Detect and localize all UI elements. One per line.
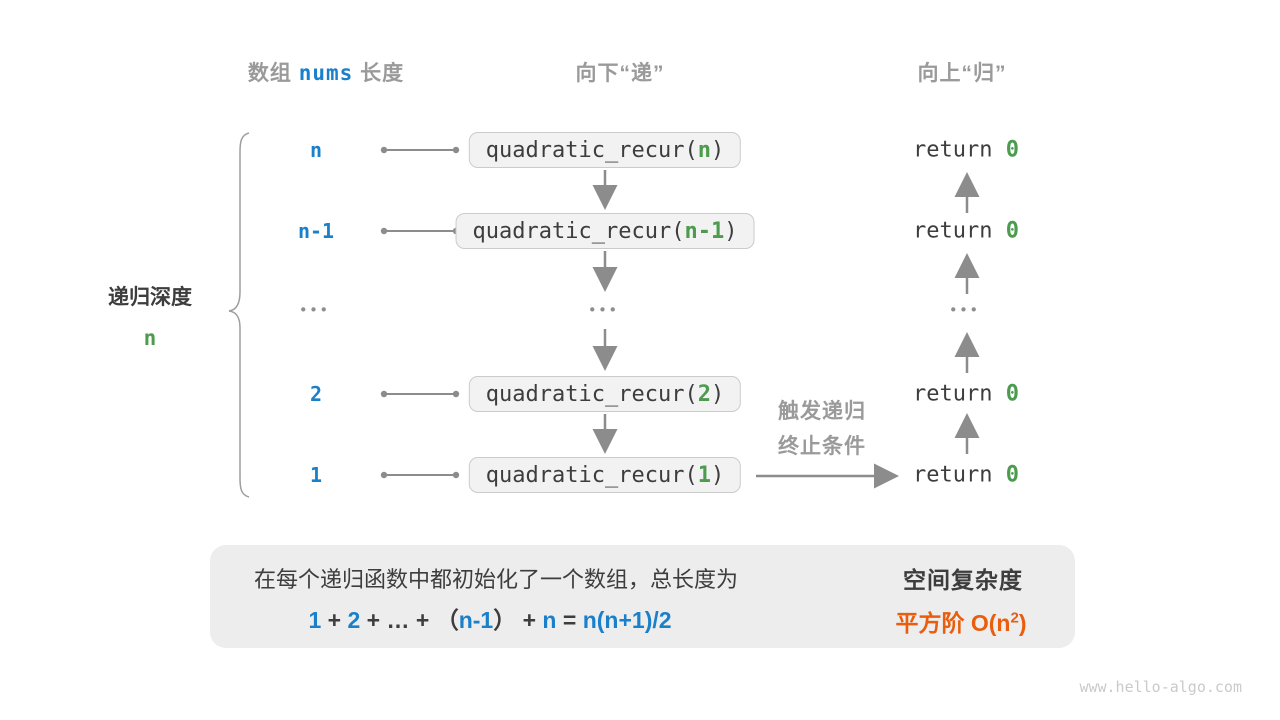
call-close: ) — [710, 381, 725, 407]
call-arg: 1 — [697, 462, 711, 488]
call-fn: quadratic_recur( — [485, 137, 698, 163]
trigger-label-line1: 触发递归 — [778, 400, 866, 423]
summary-formula: 1 + 2 + … + （n-1） + n = n(n+1)/2 — [308, 601, 671, 635]
formula-term: n — [542, 607, 557, 633]
return-value: 0 — [1005, 218, 1019, 244]
call-box-n: quadratic_recur(n) — [468, 132, 742, 168]
complexity-exponent: 2 — [1010, 609, 1019, 627]
header-array-length: 数组 nums 长度 — [248, 57, 404, 87]
header-array-prefix: 数组 — [247, 62, 299, 85]
return-stmt-1: return 0 — [913, 463, 1019, 488]
header-return-up: 向上“归” — [917, 62, 1007, 85]
call-fn: quadratic_recur( — [485, 381, 698, 407]
space-complexity-value: 平方阶 O(n2) — [895, 604, 1026, 638]
complexity-prefix: 平方阶 O(n — [895, 610, 1011, 636]
space-complexity-title: 空间复杂度 — [903, 567, 1023, 593]
return-value: 0 — [1005, 381, 1019, 407]
watermark: www.hello-algo.com — [1079, 678, 1242, 696]
call-fn: quadratic_recur( — [472, 218, 685, 244]
return-keyword: return — [913, 462, 1006, 488]
trigger-label-line2: 终止条件 — [778, 435, 866, 458]
summary-panel — [210, 545, 1075, 648]
row-label-n-1: n-1 — [297, 219, 335, 243]
row-label-1: 1 — [309, 463, 323, 487]
formula-result: n(n+1)/2 — [582, 607, 672, 633]
return-stmt-n-1: return 0 — [913, 219, 1019, 244]
depth-brace — [228, 132, 250, 498]
call-arg: 2 — [697, 381, 711, 407]
summary-text: 在每个递归函数中都初始化了一个数组，总长度为 — [253, 567, 739, 592]
return-stmt-2: return 0 — [913, 382, 1019, 407]
return-keyword: return — [913, 137, 1006, 163]
label-ellipsis: ••• — [300, 301, 332, 319]
complexity-suffix: ) — [1018, 610, 1027, 636]
return-value: 0 — [1005, 137, 1019, 163]
label-connectors — [380, 146, 460, 479]
call-ellipsis: ••• — [589, 301, 621, 319]
formula-term: 1 — [308, 607, 322, 633]
formula-term: 2 — [347, 607, 361, 633]
call-fn: quadratic_recur( — [485, 462, 698, 488]
call-arg: n — [697, 137, 711, 163]
header-array-suffix: 长度 — [353, 62, 405, 85]
formula-op: + … + （ — [360, 607, 459, 633]
call-box-1: quadratic_recur(1) — [468, 457, 742, 493]
return-keyword: return — [913, 381, 1006, 407]
header-recurse-down: 向下“递” — [575, 62, 665, 85]
call-close: ) — [724, 218, 738, 244]
call-box-n-1: quadratic_recur(n-1) — [455, 213, 755, 249]
formula-op: = — [556, 607, 583, 633]
return-keyword: return — [913, 218, 1006, 244]
return-stmt-n: return 0 — [913, 138, 1019, 163]
formula-op: ） + — [493, 607, 543, 633]
formula-op: + — [321, 607, 348, 633]
call-close: ) — [710, 137, 725, 163]
call-close: ) — [710, 462, 725, 488]
depth-label: 递归深度 — [108, 286, 192, 309]
row-label-2: 2 — [309, 382, 323, 406]
header-nums-code: nums — [298, 61, 354, 85]
call-box-2: quadratic_recur(2) — [468, 376, 742, 412]
formula-term: n-1 — [458, 607, 494, 633]
return-value: 0 — [1005, 462, 1019, 488]
return-ellipsis: ••• — [950, 301, 982, 319]
depth-value: n — [143, 326, 157, 350]
row-label-n: n — [309, 138, 323, 162]
call-arg: n-1 — [684, 218, 725, 244]
